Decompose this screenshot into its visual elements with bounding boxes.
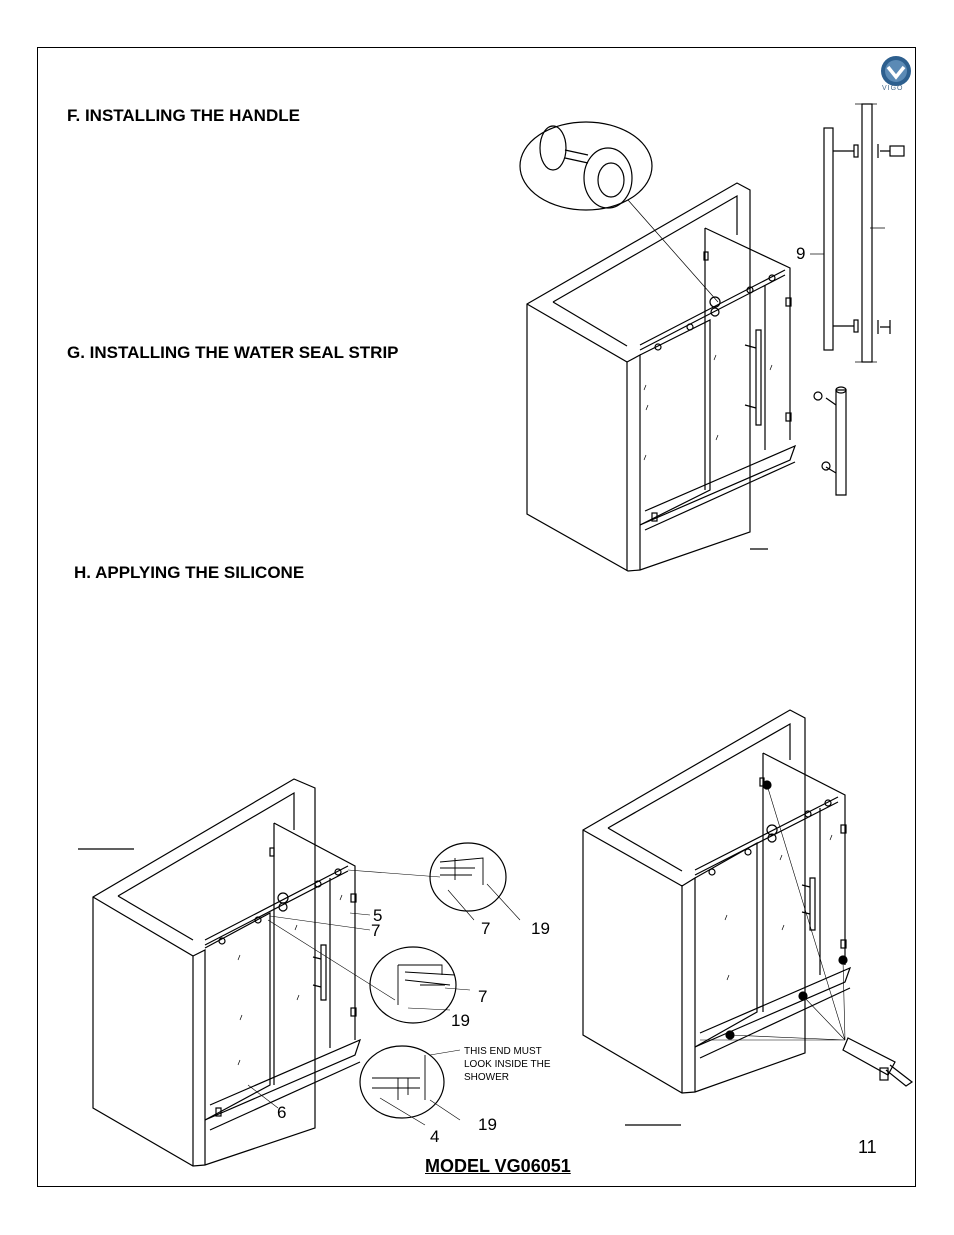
page-number: 11 — [858, 1137, 877, 1157]
note-line-3: SHOWER — [464, 1072, 509, 1083]
seal-shower-drawing — [78, 778, 521, 1167]
callout-7-c: 7 — [478, 987, 488, 1006]
callout-19-a: 19 — [531, 919, 550, 938]
note-line-1: THIS END MUST — [464, 1046, 542, 1057]
callout-9: 9 — [796, 244, 806, 263]
orientation-note: THIS END MUST LOOK INSIDE THE SHOWER — [464, 1045, 551, 1084]
page-frame — [37, 47, 916, 1187]
vigo-logo — [879, 54, 913, 94]
note-line-2: LOOK INSIDE THE — [464, 1059, 551, 1070]
heading-water-seal-strip: G. INSTALLING THE WATER SEAL STRIP — [67, 343, 399, 362]
callout-19-b: 19 — [451, 1011, 470, 1030]
callout-19-c: 19 — [478, 1115, 497, 1134]
handle-shower-drawing — [519, 103, 905, 572]
vigo-logo-icon — [881, 56, 911, 86]
logo-text: VIGO — [882, 85, 904, 92]
silicone-shower-drawing — [582, 709, 914, 1126]
callout-5: 5 — [373, 906, 383, 925]
callout-6: 6 — [277, 1103, 287, 1122]
heading-applying-silicone: H. APPLYING THE SILICONE — [74, 563, 305, 582]
callout-4: 4 — [430, 1127, 440, 1146]
callout-7-b: 7 — [481, 919, 491, 938]
model-number: MODEL VG06051 — [425, 1156, 571, 1176]
callout-7-a: 7 — [371, 921, 381, 940]
heading-installing-handle: F. INSTALLING THE HANDLE — [67, 106, 300, 125]
